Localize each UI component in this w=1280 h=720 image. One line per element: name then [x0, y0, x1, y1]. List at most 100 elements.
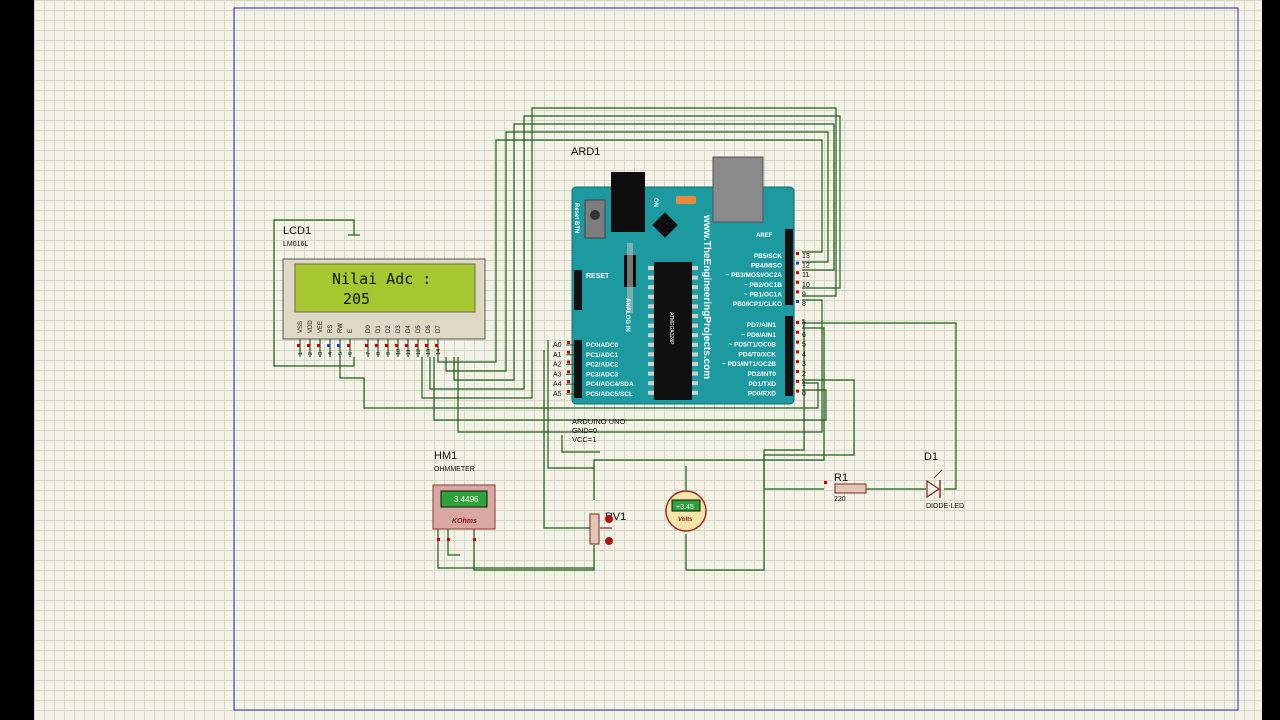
wires	[273, 107, 957, 571]
chip-leg	[648, 352, 654, 357]
digital-pin-dot	[796, 300, 799, 303]
resistor-value: 220	[834, 496, 846, 503]
arduino-analog-pin-label: PC0/ADC0	[586, 342, 619, 349]
chip-leg	[648, 342, 654, 347]
arduino-digital-pin-number: 9	[802, 291, 806, 298]
chip-leg	[648, 362, 654, 366]
lcd-pin-number: 3	[318, 352, 324, 355]
lcd-pin-label: D5	[416, 325, 422, 333]
arduino-analog-net-label: A2	[553, 362, 562, 369]
chip-leg	[692, 304, 698, 309]
ohm-pin-2	[447, 538, 450, 541]
digital-pin-dot	[796, 340, 799, 344]
arduino-digital-pin-label: PD1/TXD	[749, 381, 777, 388]
header-reset	[574, 270, 582, 310]
digital-pin-dot	[796, 271, 799, 275]
arduino-digital-pin-number: 4	[802, 351, 806, 358]
lcd-pin-number: 2	[308, 352, 314, 355]
lcd-pin-number: 10	[396, 349, 402, 355]
arduino-digital-pin-number: 6	[802, 332, 806, 339]
digital-pin-dot	[796, 321, 799, 324]
chip-leg	[648, 314, 654, 318]
arduino-vcc: VCC=1	[572, 435, 596, 444]
ohmmeter-type: OHMMETER	[434, 466, 475, 473]
lcd-pin-label: RW	[338, 323, 344, 333]
chip-leg	[648, 371, 654, 376]
chip-leg	[648, 294, 654, 299]
analog-pin-dot	[567, 390, 570, 393]
lcd-pin-dot	[425, 344, 428, 347]
chip-leg	[692, 342, 698, 347]
arduino-digital-pin-label: ~ PD5/T1/OC0B	[728, 342, 776, 349]
chip-leg	[648, 304, 654, 309]
lcd-pin-dot	[337, 344, 340, 347]
digital-pin-dot	[796, 350, 799, 354]
arduino-analog-net-label: A0	[553, 342, 562, 349]
reset-label: RESET	[586, 273, 610, 280]
arduino-digital-pin-number: 3	[802, 361, 806, 368]
lcd-pin-label: D2	[386, 325, 392, 333]
lcd-ref: LCD1	[283, 225, 311, 237]
ohm-pin-3	[473, 538, 476, 541]
resistor[interactable]: R1 220	[824, 472, 867, 503]
led-arrow	[933, 469, 943, 479]
digital-pin-dot	[796, 379, 799, 383]
lcd-pin-label: VEE	[318, 321, 324, 333]
lcd-pin-dot	[395, 344, 398, 347]
lcd-pin-number: 8	[376, 352, 382, 355]
pot-inc-button[interactable]	[605, 515, 613, 523]
chip-leg	[692, 371, 698, 376]
regulator	[652, 212, 678, 238]
power-jack	[611, 172, 645, 232]
digital-pin-dot	[796, 370, 799, 373]
lcd-pin-dot	[327, 344, 330, 347]
analog-pin-dot	[567, 360, 570, 364]
arduino-digital-pin-number: 5	[802, 342, 806, 349]
lcd-pin-number: 12	[416, 349, 422, 355]
chip-leg	[692, 352, 698, 357]
analog-pin-dot	[567, 380, 570, 384]
lcd-pin-number: 5	[338, 352, 344, 355]
ohmmeter-ref: HM1	[434, 450, 457, 462]
lcd-pin-label: D4	[406, 325, 412, 333]
chip-leg	[648, 323, 654, 328]
lcd-pin-dot	[297, 344, 300, 347]
arduino-analog-pin-label: PC3/ADC3	[586, 371, 619, 378]
sheet-border	[233, 7, 1239, 711]
chip-leg	[692, 390, 698, 395]
lcd-pin-dot	[365, 344, 368, 347]
analog-pin-dot	[567, 370, 570, 374]
arduino-uno[interactable]: ARD1 Reset BTN ON ATMEGA328P www.TheEngi…	[553, 146, 810, 444]
led-triangle	[926, 479, 941, 499]
ohmmeter[interactable]: HM1 OHMMETER 3.4496 KOhms	[432, 450, 496, 543]
header-digital-bottom	[785, 316, 793, 396]
ohmmeter-display	[440, 490, 488, 508]
lcd-pin-dot	[415, 344, 418, 347]
arduino-digital-pin-number: 7	[802, 322, 806, 329]
pot-dec-button[interactable]	[605, 537, 613, 545]
lcd-pin-dot	[385, 344, 388, 347]
potentiometer[interactable]: RV1	[589, 511, 626, 545]
lcd-pin-number: 9	[386, 352, 392, 355]
digital-pin-dot	[796, 290, 799, 294]
arduino-digital-pin-number: 13	[802, 253, 810, 260]
voltmeter[interactable]: +3.45 Volts	[665, 490, 707, 532]
lcd-module[interactable]: LCD1 LM016L Nilai Adc : 205 VSS1VDD2VEE3…	[282, 225, 486, 357]
arduino-analog-net-label: A1	[553, 352, 562, 359]
arduino-digital-pin-number: 11	[802, 272, 809, 279]
lcd-pin-number: 1	[298, 352, 304, 355]
digital-pin-dot	[796, 261, 799, 265]
lcd-pin-dot	[307, 344, 310, 347]
lcd-model: LM016L	[283, 241, 308, 248]
ohm-pin-1	[437, 538, 440, 541]
lcd-pin-number: 13	[426, 349, 432, 355]
led-diode[interactable]: D1 DIODE-LED	[924, 451, 964, 510]
arduino-analog-net-label: A3	[553, 371, 562, 378]
lcd-pin-label: VSS	[298, 321, 304, 333]
chip-leg	[692, 314, 698, 318]
chip-leg	[692, 362, 698, 366]
lcd-pin-number: 6	[348, 352, 354, 355]
arduino-digital-pin-number: 1	[802, 381, 806, 388]
analog-in-label: ANALOG IN	[624, 298, 630, 332]
